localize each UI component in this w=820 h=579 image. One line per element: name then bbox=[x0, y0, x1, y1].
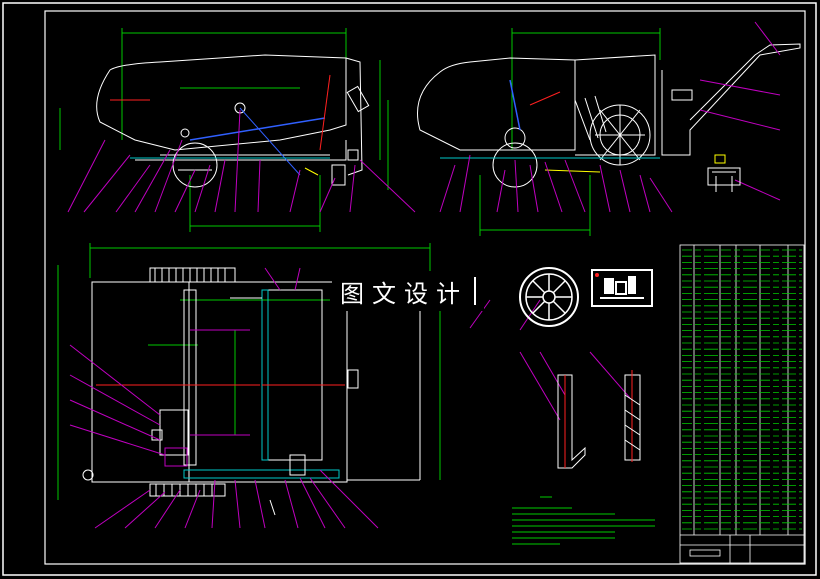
dimension-lines bbox=[59, 28, 389, 232]
box-logo-icon bbox=[591, 269, 653, 307]
watermark-divider bbox=[474, 277, 476, 305]
watermark-text: 图文设计 bbox=[340, 279, 468, 308]
parts-list-table bbox=[679, 244, 805, 564]
wheel-logo-icon bbox=[519, 267, 579, 327]
inner-border bbox=[44, 10, 806, 565]
technical-notes bbox=[512, 496, 655, 545]
side-view-right bbox=[417, 21, 801, 236]
plan-view bbox=[57, 243, 491, 529]
watermark: 图文设计 bbox=[332, 271, 484, 311]
detail-views bbox=[519, 299, 641, 469]
side-view-left bbox=[59, 28, 416, 232]
